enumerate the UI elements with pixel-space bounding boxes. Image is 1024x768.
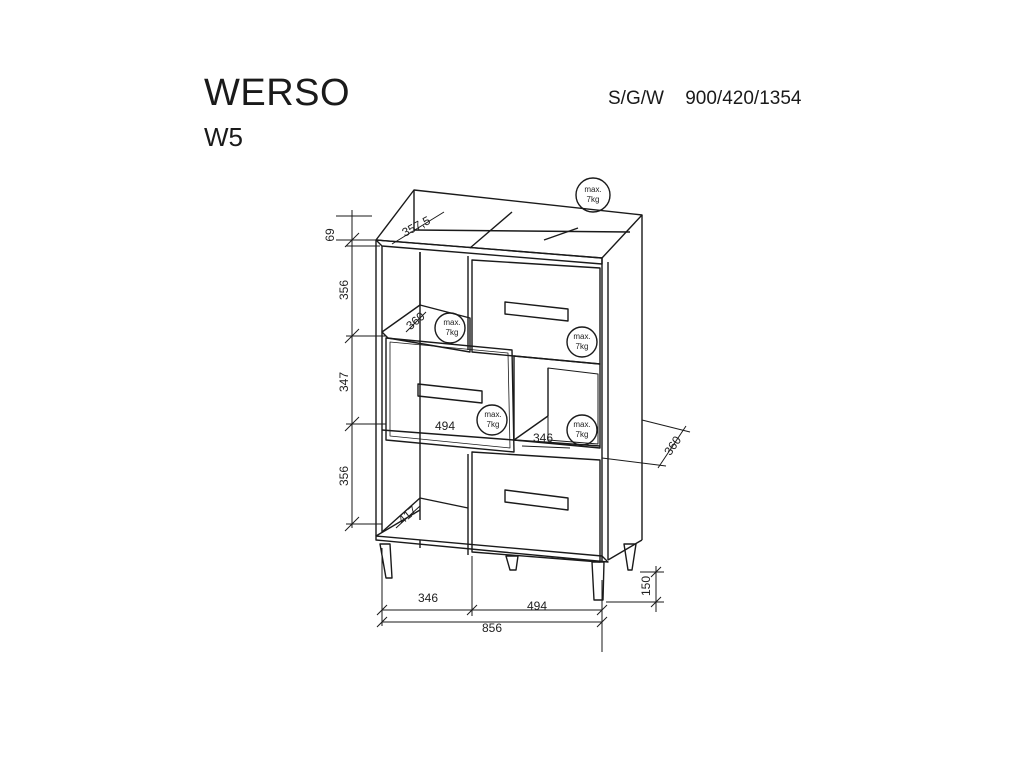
model-code: W5 — [204, 122, 243, 152]
svg-text:max.: max. — [443, 318, 460, 327]
overall-dimensions: S/G/W 900/420/1354 — [608, 88, 801, 110]
dim-top-height: 69 — [323, 228, 337, 242]
dim-bottom-left-width: 346 — [418, 591, 438, 605]
dim-leg-height: 150 — [639, 576, 653, 596]
svg-text:max.: max. — [573, 420, 590, 429]
dim-left-shelf-depth: 360 — [403, 309, 428, 333]
dims-value: 900/420/1354 — [685, 88, 802, 109]
svg-text:7kg: 7kg — [576, 342, 589, 351]
dim-upper-section: 356 — [337, 280, 351, 300]
load-mark-right-compartment: max. 7kg — [566, 414, 598, 446]
svg-text:max.: max. — [584, 185, 601, 194]
dims-label: S/G/W — [608, 88, 664, 109]
dim-middle-section: 347 — [337, 372, 351, 392]
legs — [379, 540, 637, 601]
dim-right-compartment-width: 346 — [533, 431, 553, 445]
svg-text:7kg: 7kg — [446, 328, 459, 337]
dim-lower-section: 356 — [337, 466, 351, 486]
dim-bottom-right-width: 494 — [527, 599, 547, 613]
load-mark-top: max. 7kg — [575, 177, 611, 213]
drawer-upper — [471, 259, 601, 365]
load-mark-middle-drawer: max. 7kg — [476, 404, 508, 436]
dimension-leg-height — [606, 566, 664, 612]
svg-text:max.: max. — [484, 410, 501, 419]
dimension-bottom — [376, 548, 608, 652]
dim-side-depth: 360 — [661, 433, 684, 458]
drawer-middle-left — [385, 337, 515, 453]
cabinet-body — [375, 189, 643, 563]
load-mark-left-shelf: max. 7kg — [434, 312, 466, 344]
dim-drawer-width-left: 494 — [435, 419, 455, 433]
dimension-chain-left — [336, 210, 386, 532]
svg-text:max.: max. — [573, 332, 590, 341]
product-title: WERSO — [204, 72, 351, 114]
dim-total-width: 856 — [482, 621, 502, 635]
svg-text:7kg: 7kg — [487, 420, 500, 429]
svg-text:7kg: 7kg — [576, 430, 589, 439]
dimension-side-depth — [601, 419, 691, 469]
load-mark-upper-drawer: max. 7kg — [566, 326, 598, 358]
svg-text:7kg: 7kg — [587, 195, 600, 204]
